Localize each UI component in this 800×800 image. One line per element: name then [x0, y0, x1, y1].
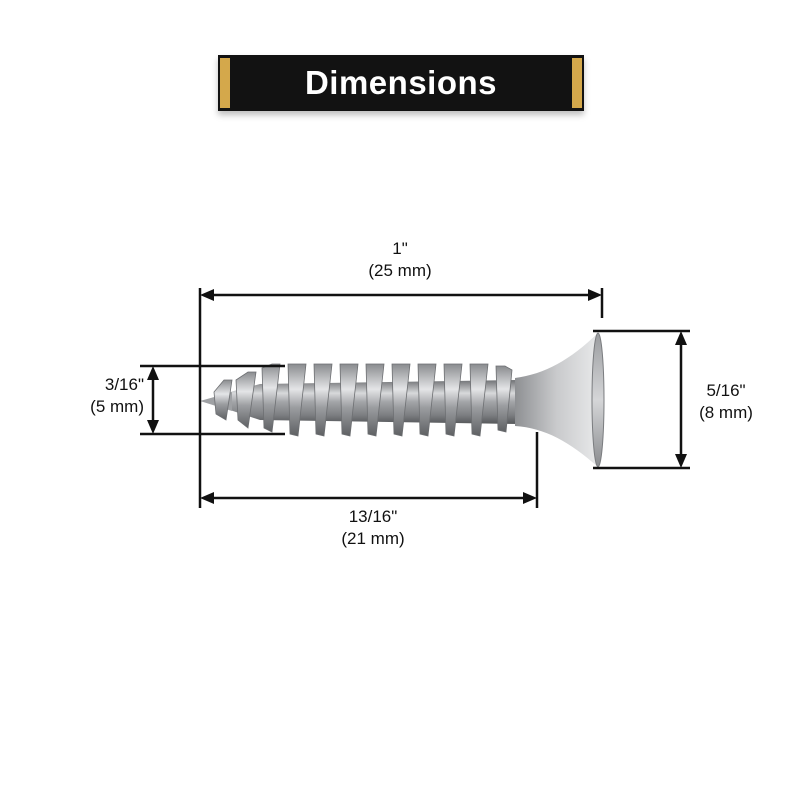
shank-diameter-imperial: 3/16" [104, 375, 144, 394]
head-diameter-imperial: 5/16" [706, 381, 746, 400]
thread-length-imperial: 13/16" [348, 507, 398, 526]
overall-length-metric: (25 mm) [368, 261, 432, 280]
title-banner: Dimensions [218, 55, 584, 111]
dimension-arrowheads [147, 289, 687, 504]
overall-length-imperial: 1" [392, 239, 408, 258]
shank-diameter-metric: (5 mm) [90, 397, 144, 416]
head-diameter-metric: (8 mm) [699, 403, 753, 422]
banner-accent-left [220, 58, 230, 108]
thread-length-metric: (21 mm) [341, 529, 405, 548]
page-title: Dimensions [304, 64, 498, 101]
overall-length-label: 1" (25 mm) [340, 238, 460, 282]
screw-illustration [200, 332, 605, 468]
thread-length-label: 13/16" (21 mm) [313, 506, 433, 550]
shank-diameter-label: 3/16" (5 mm) [58, 374, 144, 418]
dimension-lines [140, 288, 690, 508]
head-diameter-label: 5/16" (8 mm) [684, 380, 768, 424]
banner-accent-right [572, 58, 582, 108]
screw-threads [213, 363, 513, 437]
